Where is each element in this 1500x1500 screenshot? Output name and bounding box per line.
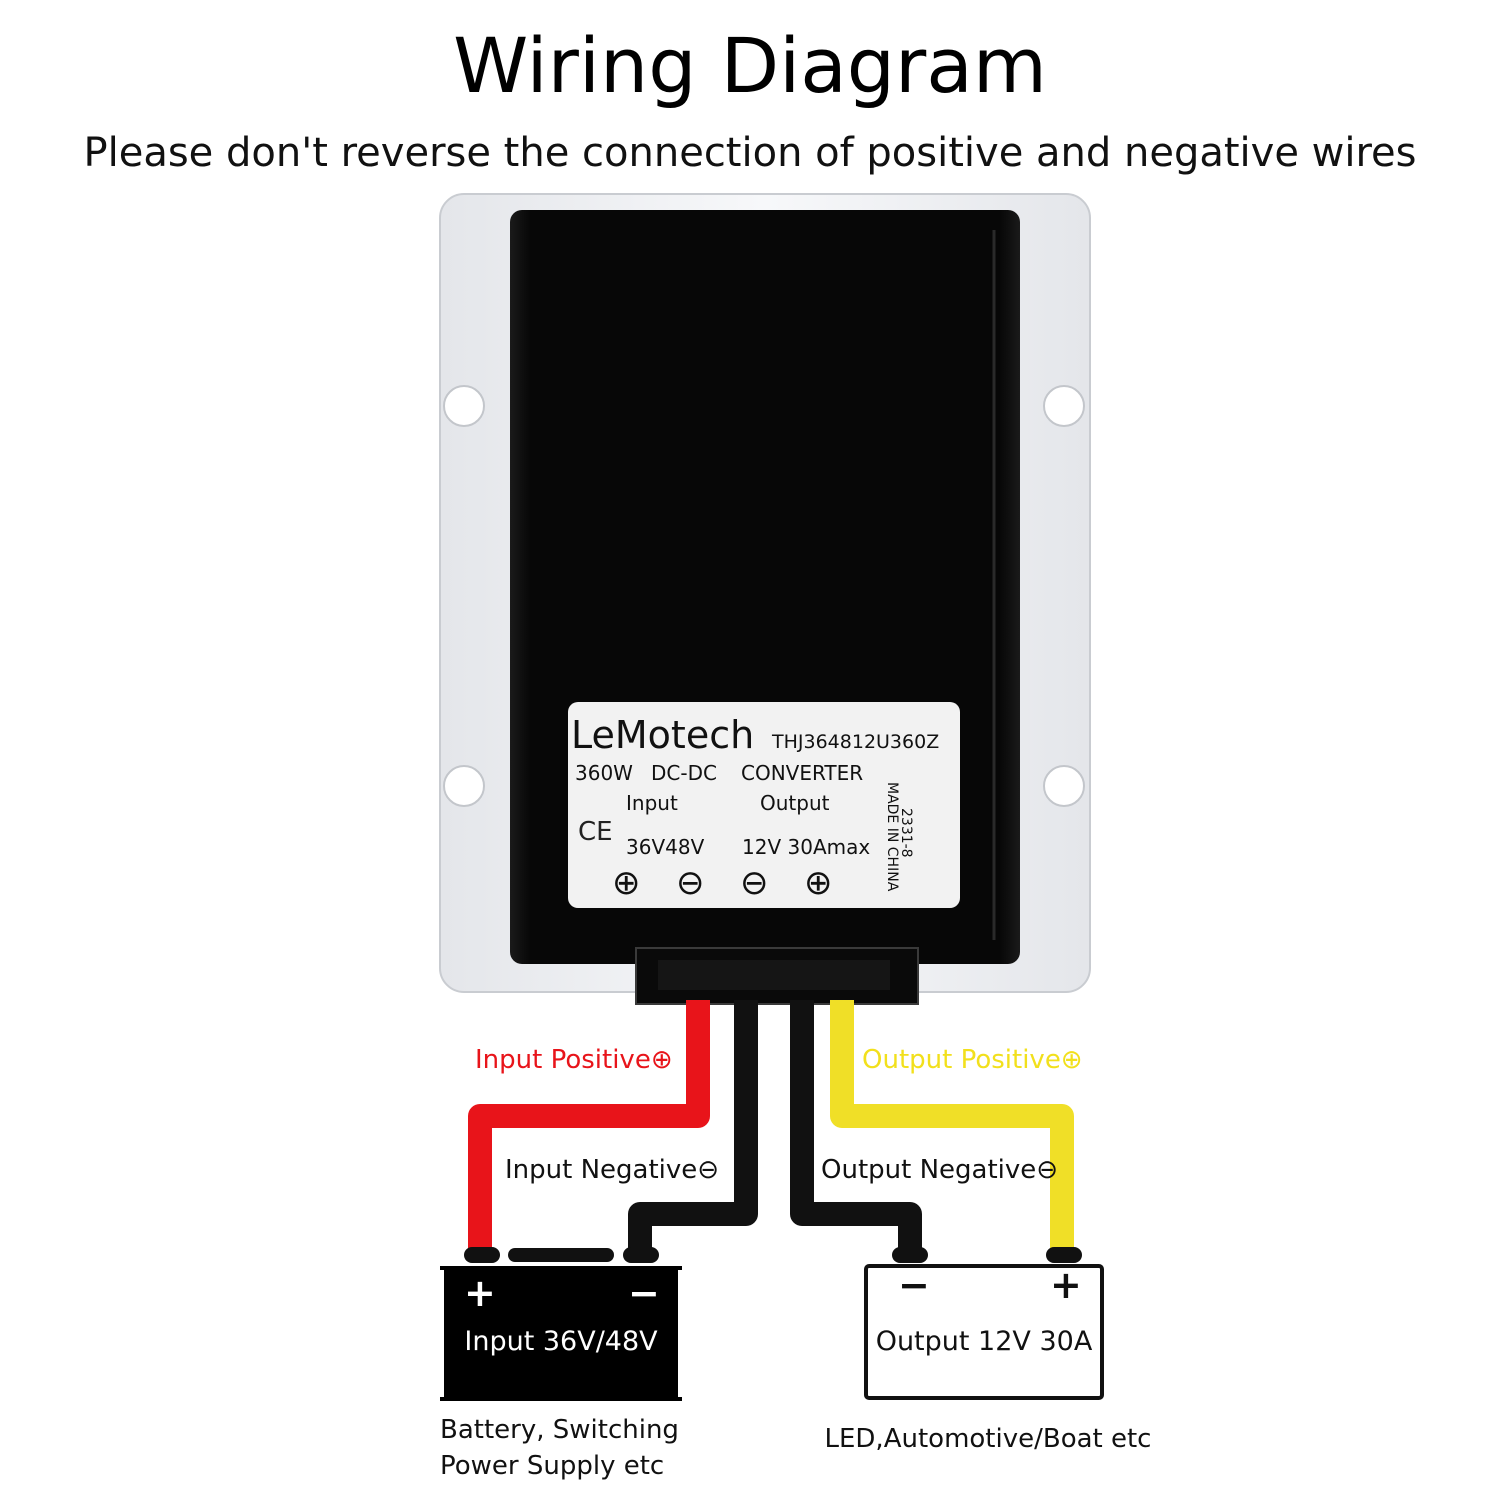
load-terminal-negative [892, 1247, 928, 1263]
input-positive-wire [468, 1000, 710, 1255]
label-input-heading: Input [626, 791, 678, 815]
source-plus-sign: + [464, 1271, 496, 1315]
label-batch: 2331-8 [898, 808, 914, 858]
terminal-symbol-input-positive: ⊕ [612, 863, 641, 903]
mounting-hole-bottom-left [443, 765, 485, 807]
source-terminal-negative [623, 1247, 659, 1263]
label-output-heading: Output [760, 791, 830, 815]
label-brand: LeMotech [571, 713, 754, 757]
output-positive-label: Output Positive⊕ [862, 1045, 1083, 1075]
label-type: DC-DC [651, 761, 717, 785]
source-terminal-positive [464, 1247, 500, 1263]
ce-mark: CE [578, 817, 613, 847]
label-kind: CONVERTER [741, 761, 863, 785]
output-load-title: Output 12V 30A [876, 1326, 1093, 1357]
output-negative-label: Output Negative⊖ [821, 1155, 1058, 1185]
product-label [568, 702, 960, 908]
label-origin: MADE IN CHINA [884, 782, 900, 892]
load-minus-sign: − [898, 1263, 930, 1307]
output-positive-wire [830, 1000, 1074, 1255]
terminal-symbol-input-negative: ⊖ [676, 863, 705, 903]
output-negative-wire [790, 1000, 922, 1255]
input-source-caption-line2: Power Supply etc [440, 1451, 664, 1481]
mounting-hole-top-right [1043, 385, 1085, 427]
label-output-spec: 12V 30Amax [742, 835, 870, 859]
input-source-caption-line1: Battery, Switching [440, 1415, 679, 1445]
terminal-symbol-output-positive: ⊕ [804, 863, 833, 903]
mounting-hole-top-left [443, 385, 485, 427]
output-load-caption: LED,Automotive/Boat etc [825, 1424, 1152, 1454]
output-load-box [864, 1264, 1104, 1400]
input-positive-label: Input Positive⊕ [475, 1045, 673, 1075]
label-power: 360W [575, 761, 633, 785]
cable-gland-inner [658, 960, 890, 990]
page-subtitle: Please don't reverse the connection of p… [83, 130, 1417, 176]
source-lid-bar [508, 1248, 614, 1262]
source-minus-sign: − [628, 1271, 660, 1315]
input-source-box [444, 1266, 678, 1400]
page-title: Wiring Diagram [453, 21, 1047, 110]
mounting-hole-bottom-right [1043, 765, 1085, 807]
label-input-spec: 36V48V [626, 835, 705, 859]
input-source-title: Input 36V/48V [464, 1326, 658, 1357]
input-negative-wire [628, 1000, 758, 1255]
load-terminal-positive [1046, 1247, 1082, 1263]
label-model: THJ364812U360Z [771, 731, 939, 753]
input-negative-label: Input Negative⊖ [505, 1155, 719, 1185]
load-plus-sign: + [1050, 1263, 1082, 1307]
terminal-symbol-output-negative: ⊖ [740, 863, 769, 903]
